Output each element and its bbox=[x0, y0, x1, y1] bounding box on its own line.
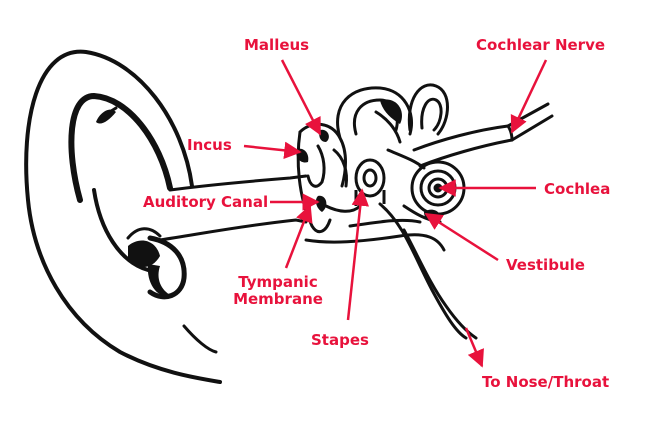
label-incus: Incus bbox=[187, 136, 232, 154]
pointer-malleus bbox=[280, 59, 322, 136]
auditory-canal bbox=[158, 174, 308, 242]
ear-shading bbox=[96, 109, 172, 297]
label-stapes: Stapes bbox=[311, 331, 369, 349]
label-malleus: Malleus bbox=[244, 36, 310, 54]
pointer-stapes bbox=[346, 188, 370, 321]
label-tympanic-membrane: Tympanic Membrane bbox=[228, 274, 328, 308]
label-tympanic-line2: Membrane bbox=[233, 290, 323, 308]
label-auditory-canal: Auditory Canal bbox=[143, 193, 269, 211]
pointer-vestibule bbox=[424, 212, 499, 262]
label-tympanic-line1: Tympanic bbox=[238, 273, 318, 291]
cochlear-nerve-shape bbox=[506, 102, 554, 142]
label-cochlear-nerve: Cochlear Nerve bbox=[476, 36, 606, 54]
label-cochlea: Cochlea bbox=[544, 180, 611, 198]
label-to-nose-throat: To Nose/Throat bbox=[482, 373, 610, 391]
label-vestibule: Vestibule bbox=[506, 256, 585, 274]
pointer-to-nose-throat bbox=[464, 327, 484, 368]
inner-ear bbox=[336, 83, 514, 340]
pointer-cochlear-nerve bbox=[510, 59, 548, 134]
outer-ear bbox=[24, 49, 222, 384]
pointer-lines bbox=[243, 59, 548, 368]
pointer-tympanic-membrane bbox=[284, 204, 313, 269]
pointer-incus bbox=[243, 141, 302, 160]
